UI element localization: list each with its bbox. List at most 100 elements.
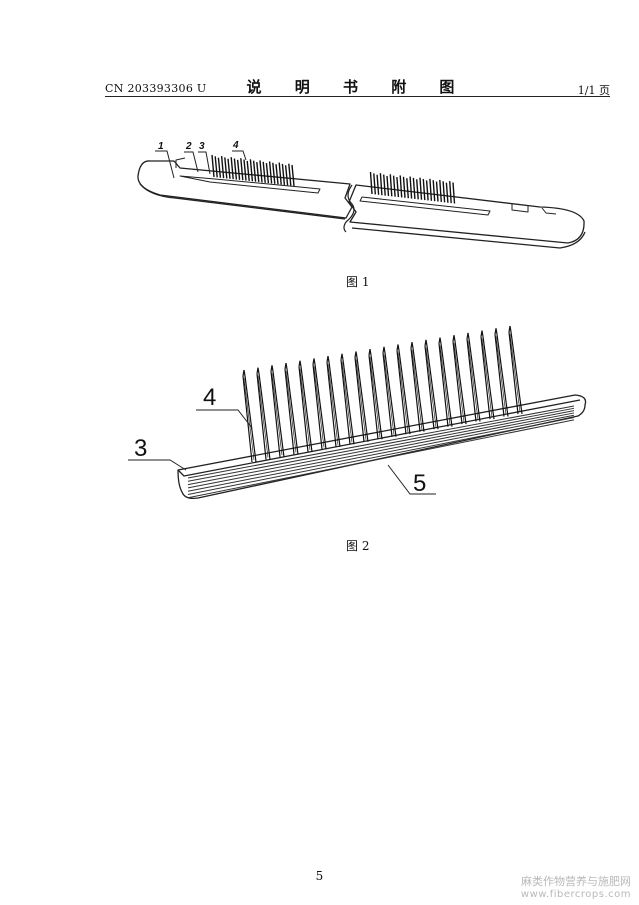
figure-2-grooves [187,405,575,499]
comb-pin [340,353,355,445]
groove-line [187,407,575,482]
pin-edge-right [482,336,495,420]
pin-highlight [411,350,423,430]
pin-edge-left [466,338,477,422]
comb-pin [242,369,257,463]
pin-highlight [271,373,283,455]
pin-edge-left [326,362,337,447]
pin-highlight [397,352,409,433]
base-plate [177,394,587,500]
bristle [449,181,452,204]
pin-highlight [285,371,297,453]
watermark: 麻类作物营养与施肥网 www.fibercrops.com [521,875,631,901]
pin-highlight [257,375,269,458]
bristle [243,159,247,181]
watermark-text: 麻类作物营养与施肥网 [521,875,631,888]
pin-edge-left [284,368,295,455]
bar-right-notch-2 [541,207,557,215]
bristle [217,157,222,178]
comb-pin [438,337,453,427]
pin-edge-left [438,343,449,427]
pin-tip [243,369,246,377]
bar-right-groove [359,196,491,216]
comb-pin [424,339,439,430]
bristle [249,159,254,182]
bristle [386,175,390,196]
bristle [236,159,241,180]
bristle [432,180,436,202]
bar-right-bottom-edge [351,227,586,249]
groove-line [187,410,575,486]
comb-pin [256,367,271,460]
fig1-label-3: 3 [199,141,205,152]
bristle [291,164,295,187]
figure-2-drawing [177,394,587,500]
pin-tip [481,330,484,337]
patent-number: CN 203393306 U [105,82,207,95]
pin-highlight [495,336,507,415]
bristle [256,161,260,183]
bristle [281,163,286,185]
pin-highlight [425,347,437,428]
pin-tip [383,346,386,353]
fig2-label-3: 3 [134,435,147,462]
pin-edge-right [258,373,271,460]
figure-1-drawing [137,157,586,249]
figure-2-labels: 4 3 5 [134,384,426,497]
figure-1-bristles-left [211,154,295,187]
bristle [445,182,449,203]
pin-edge-right [496,334,509,417]
watermark-url: www.fibercrops.com [520,889,631,900]
pin-highlight [509,333,521,413]
leader-fig2-5 [387,464,436,495]
pin-edge-right [398,350,411,435]
pin-edge-left [508,331,519,415]
bristle [214,156,218,178]
pin-edge-right [356,357,369,442]
pin-edge-right [244,375,257,463]
comb-pin [354,351,369,442]
pin-edge-left [242,375,253,463]
bristle [220,156,225,179]
bristle [373,173,376,195]
bristle [272,162,276,184]
bristle [284,165,289,186]
bristle [389,174,393,197]
leader-2 [184,151,199,173]
pin-edge-left [480,336,491,420]
bristle [224,157,228,179]
bristle [419,177,423,200]
pin-highlight [369,357,381,438]
bristle [259,160,263,183]
pin-edge-right [272,371,285,458]
bristle [288,163,292,186]
pin-edge-left [452,341,463,425]
comb-pin [284,362,299,455]
pin-highlight [383,354,395,435]
comb-pin [480,330,495,420]
bristle [275,164,279,185]
pin-edge-left [410,348,421,432]
pin-edge-left [340,359,351,445]
pin-edge-left [382,352,393,437]
pin-edge-right [468,338,481,422]
pin-tip [313,358,316,365]
bristle [211,154,215,178]
figure-1-caption: 图 1 [346,275,370,289]
bar-left-section [137,160,353,219]
bristle [435,181,439,202]
bar-left-notch [175,157,186,168]
pin-tip [355,351,358,358]
bar-left-bottom-edge [139,183,346,220]
bristle [265,163,270,184]
groove-line [187,412,575,489]
bristle [402,176,406,198]
comb-pin [410,342,425,432]
pin-tip [425,339,428,346]
figure-2-leaders [128,409,436,495]
bristle [412,177,416,199]
bristle [233,158,238,180]
bristle [262,161,266,183]
bristle [230,157,234,180]
